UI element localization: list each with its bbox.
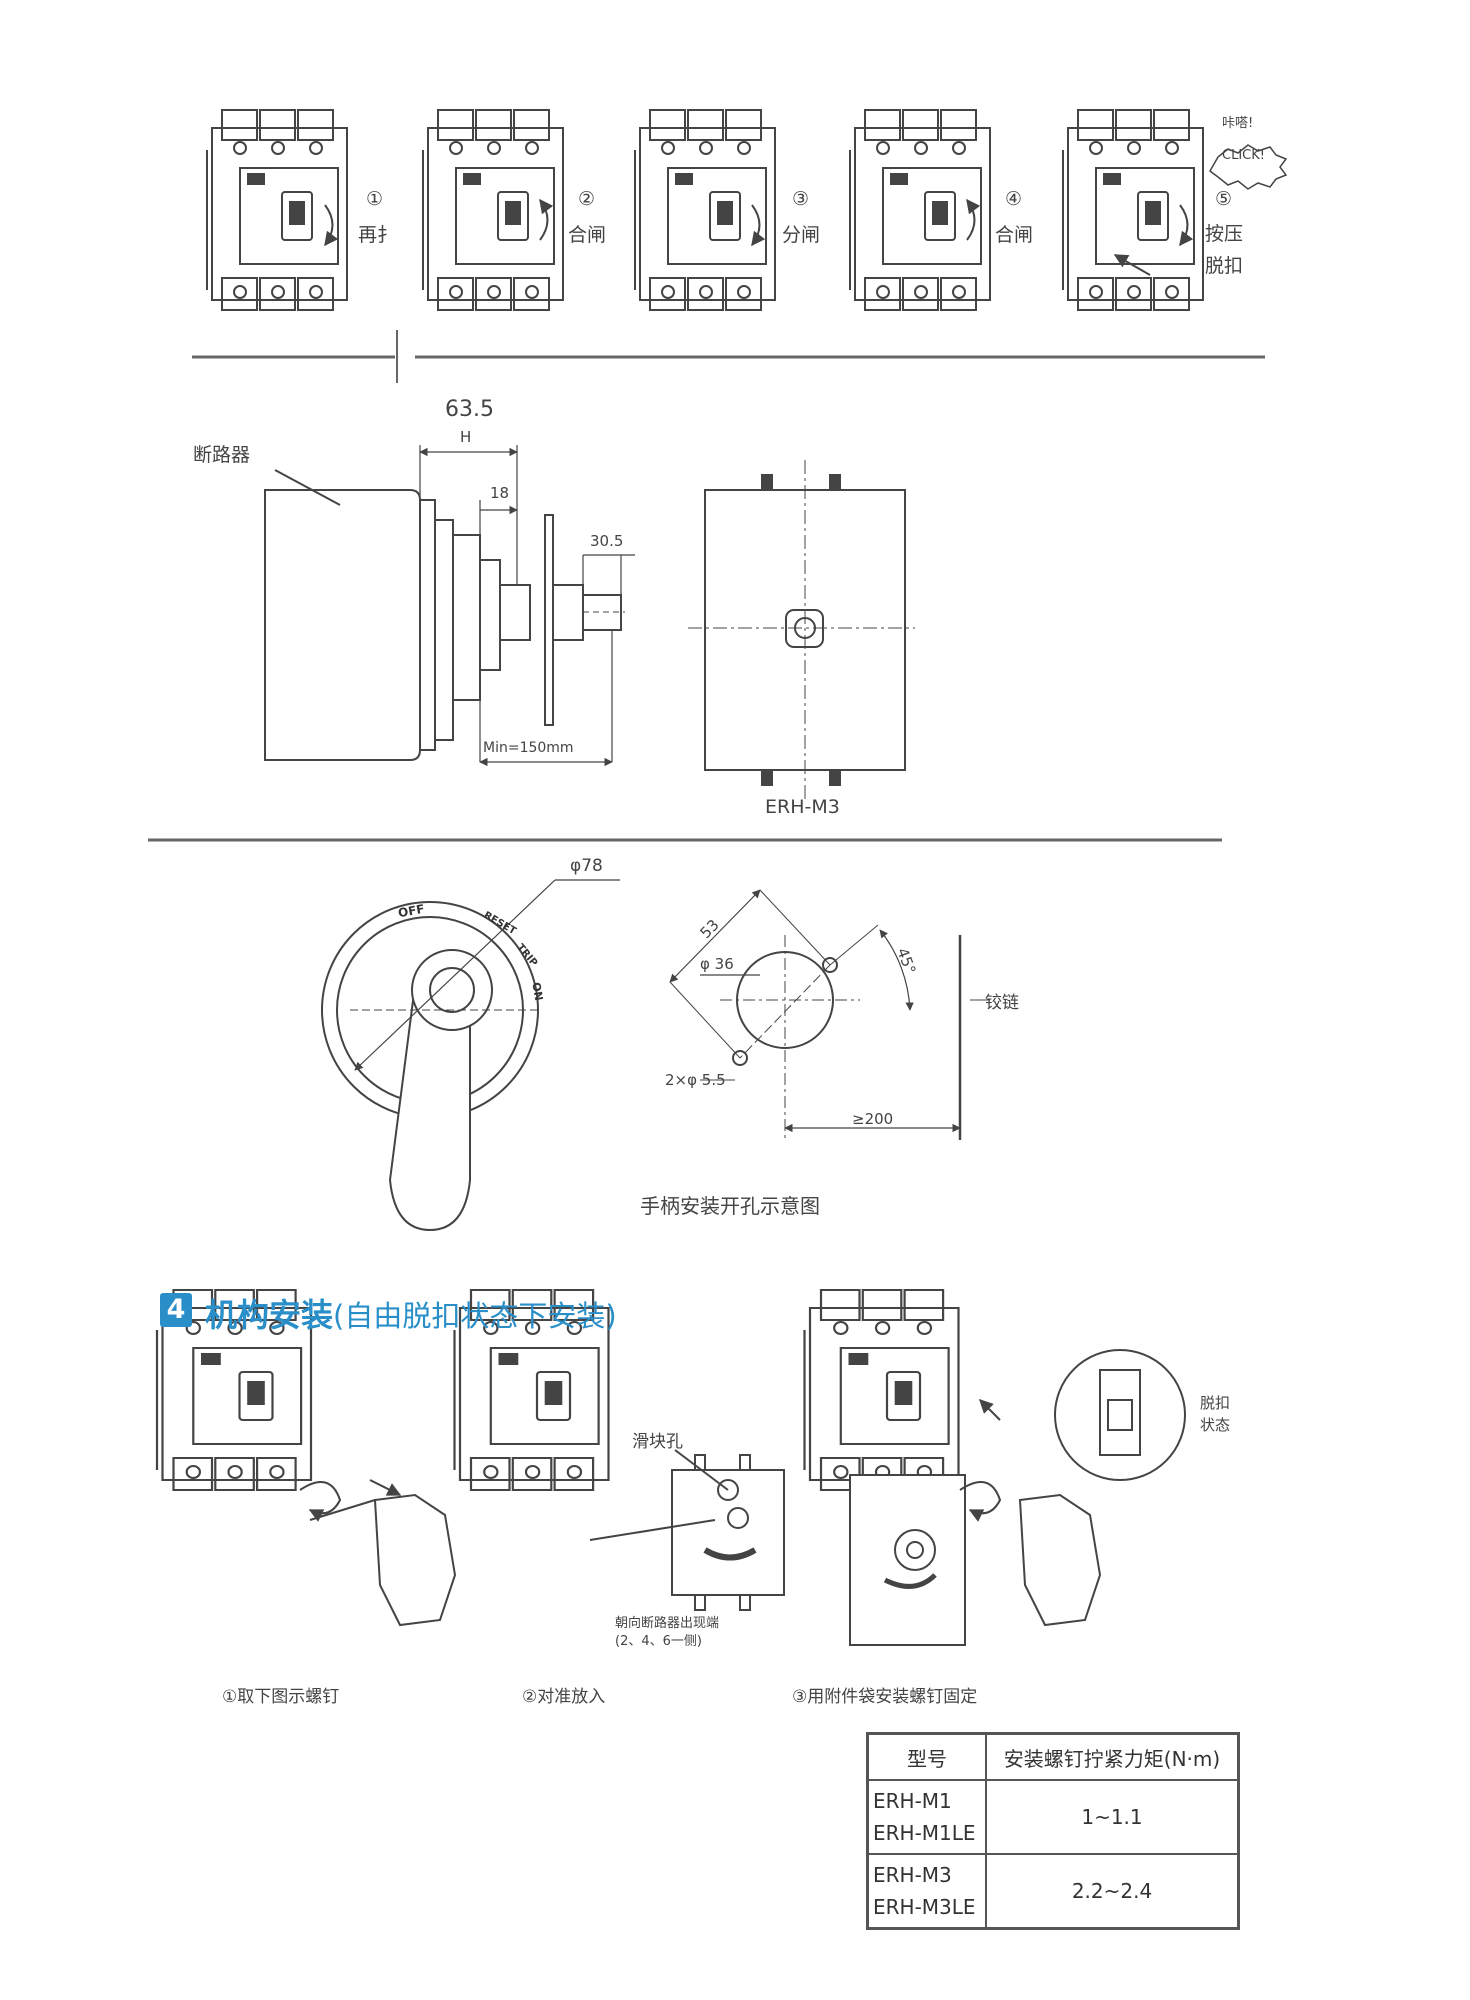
breaker-step3 <box>634 109 776 311</box>
rotate-arrow <box>539 198 554 241</box>
dim-18: 18 <box>490 484 510 502</box>
table-row: ERH-M3 ERH-M3LE 2.2~2.4 <box>866 1853 1240 1930</box>
step5-num: ⑤ <box>1215 188 1233 210</box>
row-models: ERH-M3 ERH-M3LE <box>866 1853 987 1930</box>
section-title-main: 机构安装 <box>205 1296 334 1334</box>
install-step1 <box>155 1288 457 1627</box>
install-step3-label: ③用附件袋安装螺钉固定 <box>792 1687 978 1707</box>
dim-holes: 2×φ 5.5 <box>665 1071 726 1089</box>
header-torque: 安装螺钉拧紧力矩(N·m) <box>985 1732 1240 1781</box>
dim-h: H <box>460 428 472 446</box>
dim-63-5: 63.5 <box>445 397 494 422</box>
toward-side-label: (2、4、6一侧) <box>615 1634 702 1649</box>
dim-30-5: 30.5 <box>590 532 624 550</box>
table-row: ERH-M1 ERH-M1LE 1~1.1 <box>866 1779 1240 1855</box>
breaker-step4 <box>849 109 991 311</box>
breaker-step5 <box>1062 109 1204 311</box>
click-onomatopoeia: 咔嗒! <box>1222 116 1254 131</box>
step5-label: 按压 脱扣 <box>1205 223 1244 277</box>
rotate-arrow <box>751 204 766 247</box>
toward-label: 朝向断路器出现端 <box>615 1616 720 1631</box>
click-burst <box>1209 144 1288 190</box>
row-torque: 1~1.1 <box>985 1779 1240 1855</box>
handle-view <box>321 879 620 1232</box>
table-header-row: 型号 安装螺钉拧紧力矩(N·m) <box>866 1732 1240 1781</box>
row-models: ERH-M1 ERH-M1LE <box>866 1779 987 1855</box>
dim-78: φ78 <box>570 856 603 876</box>
section-subtitle: (自由脱扣状态下安装) <box>333 1299 617 1333</box>
step1-label: 再扌 <box>358 224 397 246</box>
row-torque: 2.2~2.4 <box>985 1853 1240 1930</box>
breaker-step1 <box>206 109 348 311</box>
install-step3 <box>803 1288 1186 1646</box>
rotate-arrow <box>324 204 339 247</box>
dim-min-150: Min=150mm <box>483 740 574 756</box>
handle-caption: 手柄安装开孔示意图 <box>640 1194 820 1218</box>
install-step2-label: ②对准放入 <box>522 1687 606 1707</box>
trip-state-label: 脱扣 状态 <box>1200 1394 1231 1434</box>
section-title: 机构安装(自由脱扣状态下安装) <box>205 1290 617 1336</box>
header-model: 型号 <box>866 1732 987 1781</box>
section-number-badge: 4 <box>160 1293 192 1327</box>
torque-table: 型号 安装螺钉拧紧力矩(N·m) ERH-M1 ERH-M1LE 1~1.1 E… <box>866 1732 1240 1930</box>
step4-num: ④ <box>1005 188 1023 210</box>
click-badge: CLICK! <box>1222 148 1265 163</box>
step3-num: ③ <box>792 188 810 210</box>
install-step2 <box>453 1288 785 1611</box>
step2-label: 合闸 <box>568 224 607 246</box>
dim-36: φ 36 <box>700 955 734 973</box>
front-model-label: ERH-M3 <box>765 796 840 818</box>
rotate-arrow <box>1179 204 1194 247</box>
dim-200: ≥200 <box>852 1110 894 1128</box>
step1-num: ① <box>366 188 384 210</box>
hole-pattern <box>669 889 990 1140</box>
side-view <box>264 445 635 767</box>
breaker-step2 <box>422 109 564 311</box>
step4-label: 合闸 <box>995 224 1034 246</box>
step3-label: 分闸 <box>782 224 821 246</box>
install-step1-label: ①取下图示螺钉 <box>222 1687 340 1707</box>
breaker-label: 断路器 <box>193 444 251 466</box>
rotate-arrow <box>966 198 981 241</box>
front-view <box>688 460 915 800</box>
step2-num: ② <box>578 188 596 210</box>
slider-hole-label: 滑块孔 <box>632 1432 683 1452</box>
hinge-label: 铰链 <box>985 993 1019 1013</box>
